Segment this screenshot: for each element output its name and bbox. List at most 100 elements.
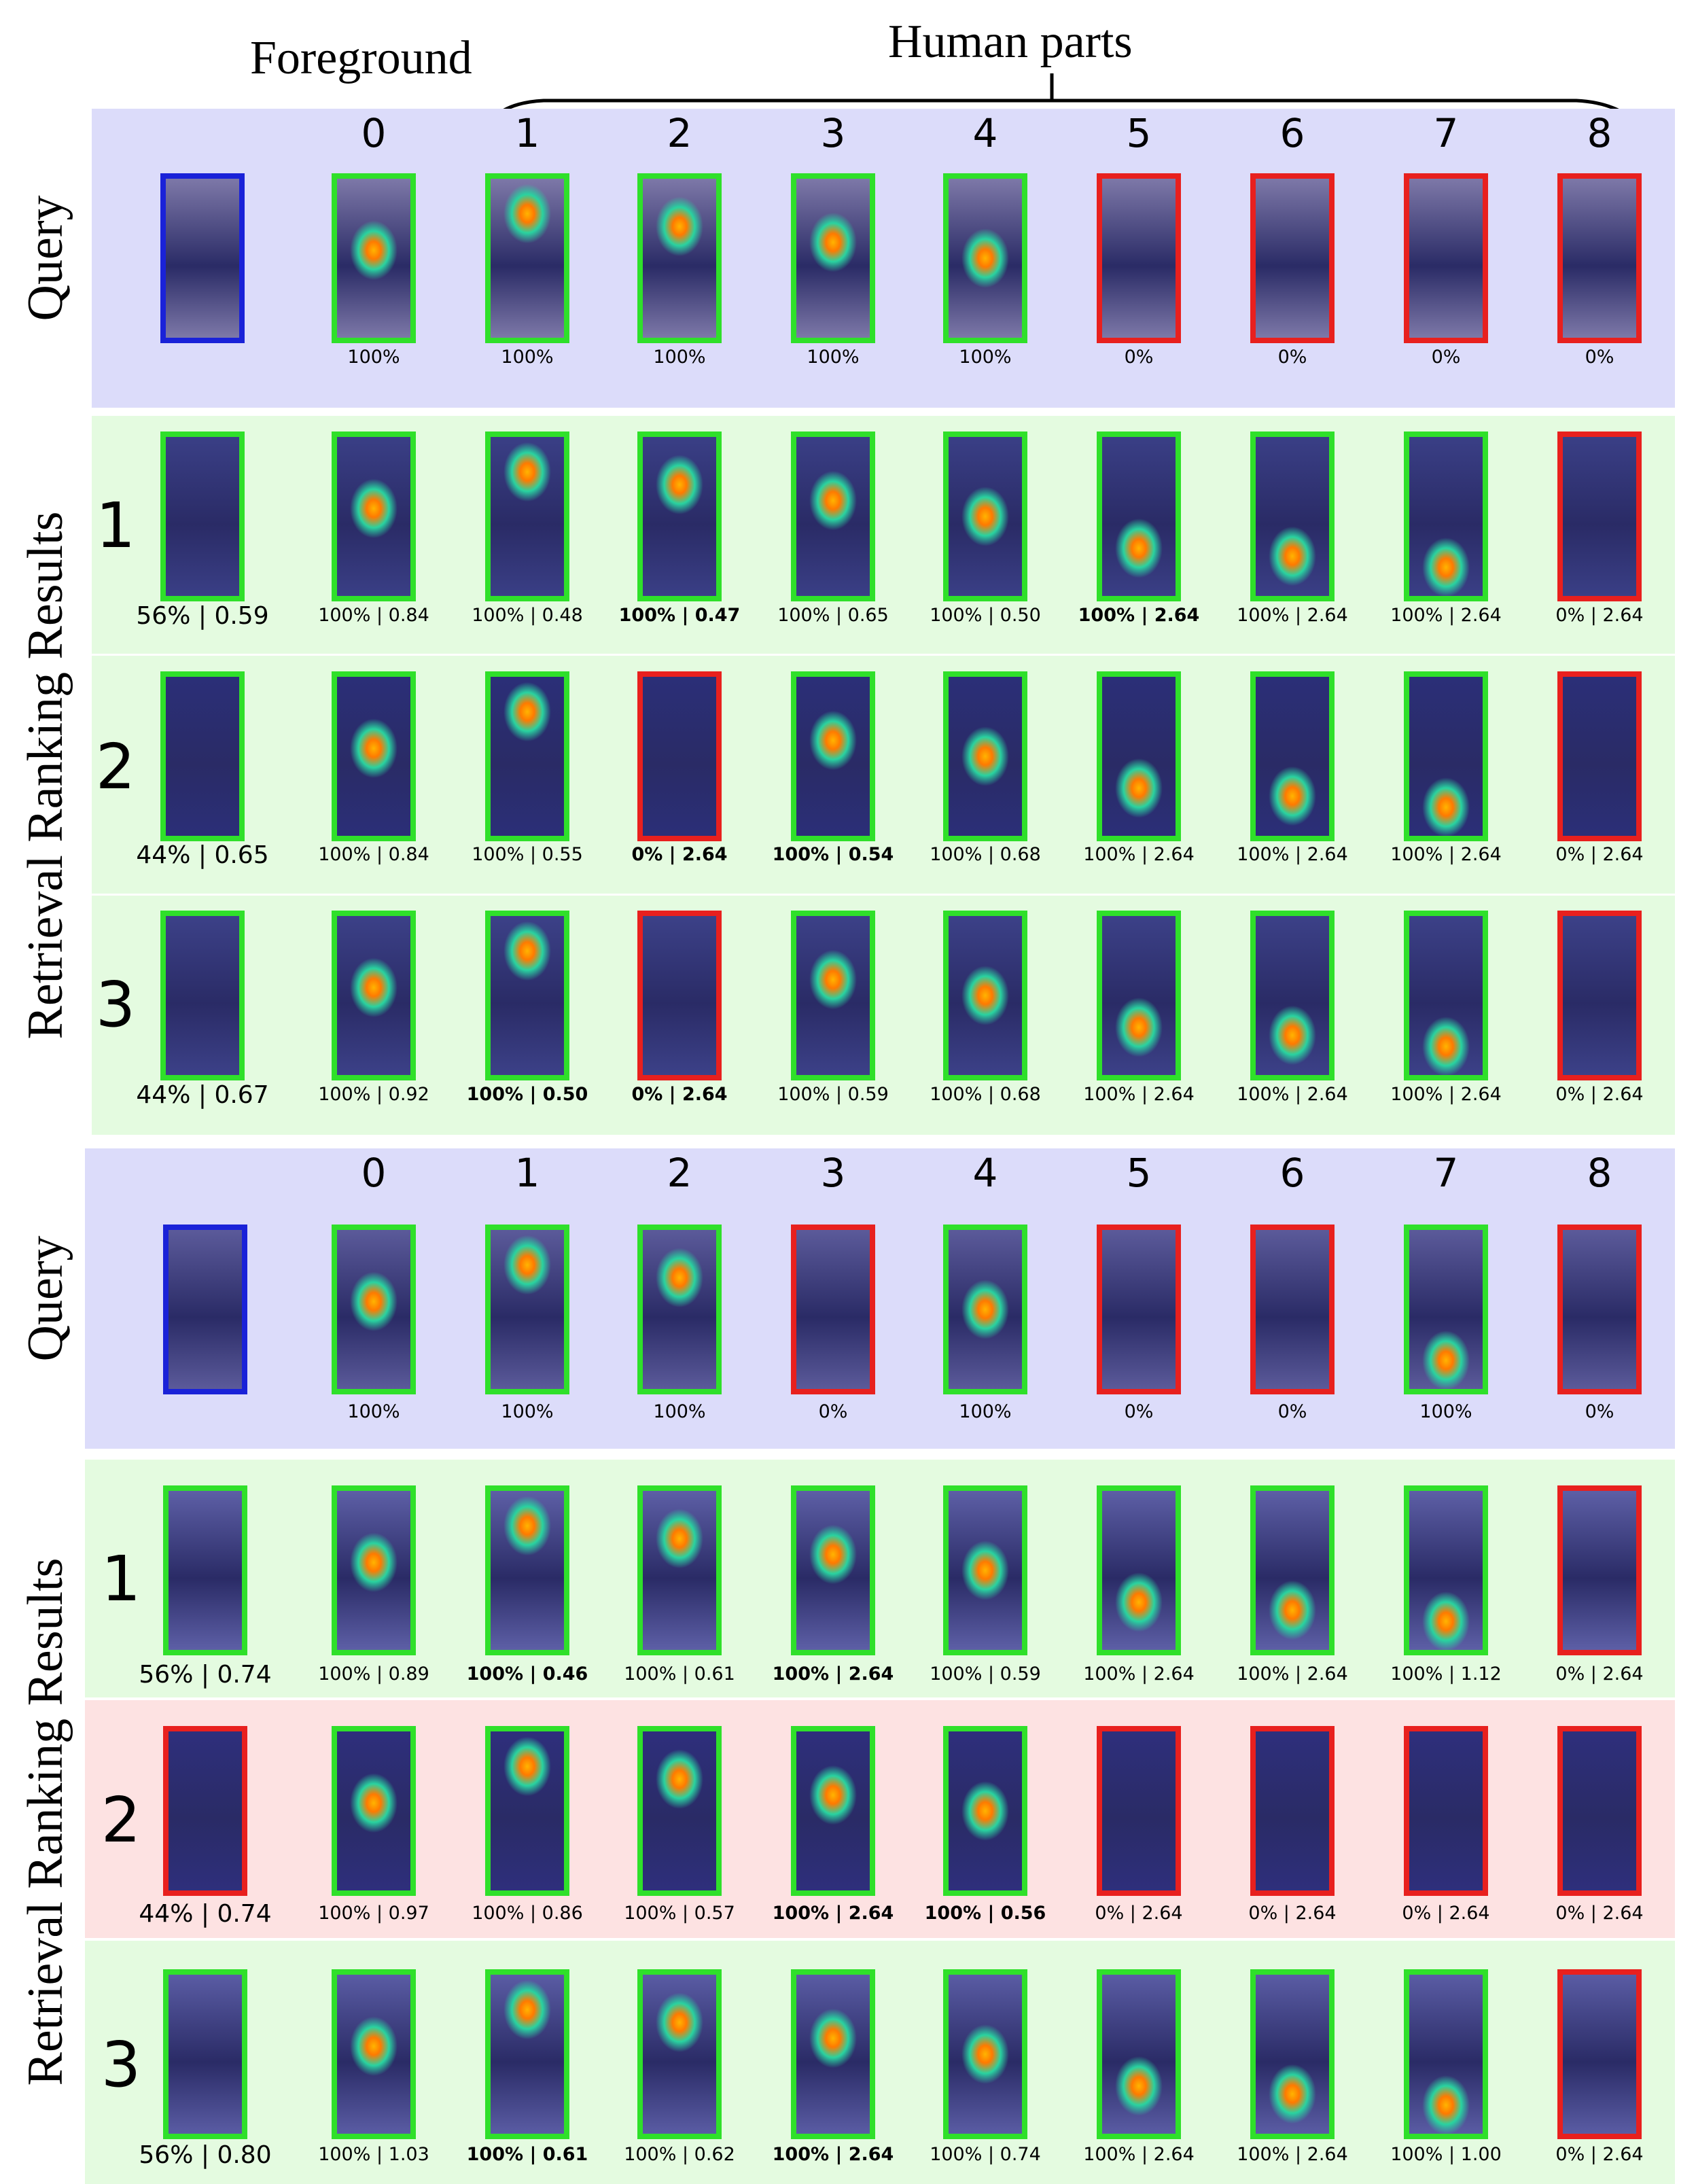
query-part-heatmap[interactable] xyxy=(791,1225,875,1394)
result-part-heatmap[interactable] xyxy=(1250,1726,1335,1896)
query-part-heatmap[interactable] xyxy=(1097,173,1181,343)
query-part-heatmap[interactable] xyxy=(1097,1225,1181,1394)
retrieved-image[interactable] xyxy=(163,1969,247,2139)
result-part-heatmap[interactable] xyxy=(943,1969,1027,2139)
result-part-heatmap[interactable] xyxy=(943,431,1027,601)
query-part-caption: 100% xyxy=(653,1401,706,1422)
result-part-caption: 0% | 2.64 xyxy=(1095,1903,1183,1924)
query-part-heatmap[interactable] xyxy=(485,1225,569,1394)
result-part-heatmap[interactable] xyxy=(485,671,569,841)
result-part-heatmap[interactable] xyxy=(637,1969,722,2139)
result-part-heatmap[interactable] xyxy=(1557,1485,1642,1655)
result-part-heatmap[interactable] xyxy=(637,431,722,601)
result-part-heatmap[interactable] xyxy=(485,431,569,601)
rank-number: 1 xyxy=(101,1543,141,1615)
query-part-heatmap[interactable] xyxy=(791,173,875,343)
result-part-heatmap[interactable] xyxy=(485,1485,569,1655)
result-part-heatmap[interactable] xyxy=(1250,671,1335,841)
result-part-heatmap[interactable] xyxy=(1404,1726,1488,1896)
result-part-heatmap[interactable] xyxy=(485,911,569,1080)
result-part-heatmap[interactable] xyxy=(1250,911,1335,1080)
result-part-caption: 100% | 2.64 xyxy=(772,1903,894,1924)
results-label: Retrieval Ranking Results xyxy=(18,511,73,1040)
result-part-heatmap[interactable] xyxy=(637,911,722,1080)
retrieved-image[interactable] xyxy=(160,431,245,601)
result-part-heatmap[interactable] xyxy=(1404,911,1488,1080)
result-part-heatmap[interactable] xyxy=(332,911,416,1080)
query-part-heatmap[interactable] xyxy=(1250,1225,1335,1394)
query-part-caption: 100% xyxy=(959,1401,1012,1422)
result-part-heatmap[interactable] xyxy=(943,1726,1027,1896)
query-part-heatmap[interactable] xyxy=(332,1225,416,1394)
query-part-heatmap[interactable] xyxy=(943,1225,1027,1394)
result-part-heatmap[interactable] xyxy=(791,431,875,601)
result-part-heatmap[interactable] xyxy=(791,671,875,841)
result-part-heatmap[interactable] xyxy=(1557,431,1642,601)
result-part-caption: 0% | 2.64 xyxy=(1555,1084,1644,1105)
result-part-heatmap[interactable] xyxy=(1250,1485,1335,1655)
retrieved-image[interactable] xyxy=(163,1485,247,1655)
result-part-caption: 0% | 2.64 xyxy=(631,1084,728,1105)
result-part-heatmap[interactable] xyxy=(1404,431,1488,601)
query-image[interactable] xyxy=(160,173,245,343)
result-part-heatmap[interactable] xyxy=(791,1485,875,1655)
result-part-caption: 0% | 2.64 xyxy=(1555,844,1644,865)
query-part-caption: 100% xyxy=(959,347,1012,368)
result-part-heatmap[interactable] xyxy=(332,1969,416,2139)
result-part-heatmap[interactable] xyxy=(943,911,1027,1080)
query-part-heatmap[interactable] xyxy=(485,173,569,343)
result-part-heatmap[interactable] xyxy=(791,1969,875,2139)
result-part-heatmap[interactable] xyxy=(1557,1969,1642,2139)
result-part-caption: 100% | 0.61 xyxy=(624,1663,735,1685)
result-part-caption: 100% | 2.64 xyxy=(1390,844,1502,865)
rank-number: 2 xyxy=(101,1784,141,1856)
result-part-caption: 100% | 0.68 xyxy=(930,844,1041,865)
result-part-heatmap[interactable] xyxy=(1404,1969,1488,2139)
result-part-heatmap[interactable] xyxy=(791,1726,875,1896)
query-part-heatmap[interactable] xyxy=(1404,173,1488,343)
result-part-heatmap[interactable] xyxy=(332,671,416,841)
result-part-heatmap[interactable] xyxy=(332,1485,416,1655)
result-part-heatmap[interactable] xyxy=(1557,671,1642,841)
result-part-heatmap[interactable] xyxy=(485,1726,569,1896)
result-part-heatmap[interactable] xyxy=(1097,911,1181,1080)
result-part-heatmap[interactable] xyxy=(637,1726,722,1896)
result-part-heatmap[interactable] xyxy=(332,431,416,601)
query-part-heatmap[interactable] xyxy=(637,1225,722,1394)
result-part-heatmap[interactable] xyxy=(637,1485,722,1655)
result-part-heatmap[interactable] xyxy=(1097,671,1181,841)
result-part-heatmap[interactable] xyxy=(332,1726,416,1896)
result-part-heatmap[interactable] xyxy=(791,911,875,1080)
query-image[interactable] xyxy=(163,1225,247,1394)
result-part-heatmap[interactable] xyxy=(1557,911,1642,1080)
query-part-heatmap[interactable] xyxy=(943,173,1027,343)
result-part-heatmap[interactable] xyxy=(1250,1969,1335,2139)
result-part-heatmap[interactable] xyxy=(943,671,1027,841)
result-part-heatmap[interactable] xyxy=(637,671,722,841)
query-part-heatmap[interactable] xyxy=(1250,173,1335,343)
result-part-caption: 0% | 2.64 xyxy=(1402,1903,1490,1924)
results-label: Retrieval Ranking Results xyxy=(18,1557,73,2086)
result-part-heatmap[interactable] xyxy=(1404,1485,1488,1655)
result-part-heatmap[interactable] xyxy=(1097,1969,1181,2139)
result-part-heatmap[interactable] xyxy=(1557,1726,1642,1896)
retrieved-image[interactable] xyxy=(160,671,245,841)
result-part-heatmap[interactable] xyxy=(485,1969,569,2139)
result-part-caption: 100% | 2.64 xyxy=(1237,1663,1348,1685)
result-part-heatmap[interactable] xyxy=(1404,671,1488,841)
result-part-caption: 100% | 0.86 xyxy=(472,1903,583,1924)
query-part-caption: 0% xyxy=(818,1401,848,1422)
retrieved-image[interactable] xyxy=(160,911,245,1080)
result-part-heatmap[interactable] xyxy=(1250,431,1335,601)
retrieved-image[interactable] xyxy=(163,1726,247,1896)
result-part-heatmap[interactable] xyxy=(1097,1485,1181,1655)
result-part-heatmap[interactable] xyxy=(1097,431,1181,601)
query-part-heatmap[interactable] xyxy=(1557,173,1642,343)
result-part-caption: 100% | 2.64 xyxy=(1390,1084,1502,1105)
query-part-heatmap[interactable] xyxy=(1557,1225,1642,1394)
query-part-heatmap[interactable] xyxy=(332,173,416,343)
result-part-heatmap[interactable] xyxy=(943,1485,1027,1655)
query-part-heatmap[interactable] xyxy=(637,173,722,343)
result-part-heatmap[interactable] xyxy=(1097,1726,1181,1896)
query-part-heatmap[interactable] xyxy=(1404,1225,1488,1394)
